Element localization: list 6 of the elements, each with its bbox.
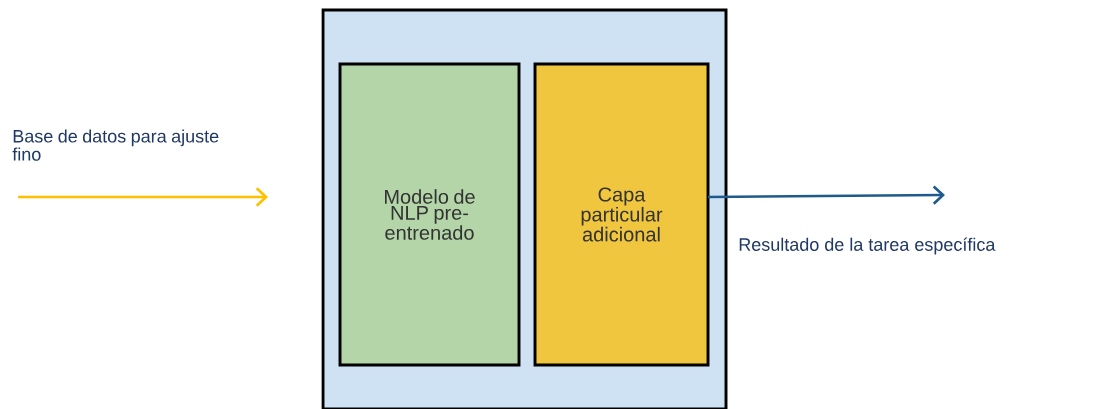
arrow bbox=[18, 187, 268, 207]
arrow bbox=[708, 185, 945, 205]
model-box: Modelo de NLP pre-entrenado bbox=[338, 62, 521, 367]
layer-box: Capa particular adicional bbox=[533, 62, 710, 367]
edge-label: Resultado de la tarea específica bbox=[739, 237, 996, 255]
edge-label: Base de datos para ajuste fino bbox=[12, 129, 219, 161]
